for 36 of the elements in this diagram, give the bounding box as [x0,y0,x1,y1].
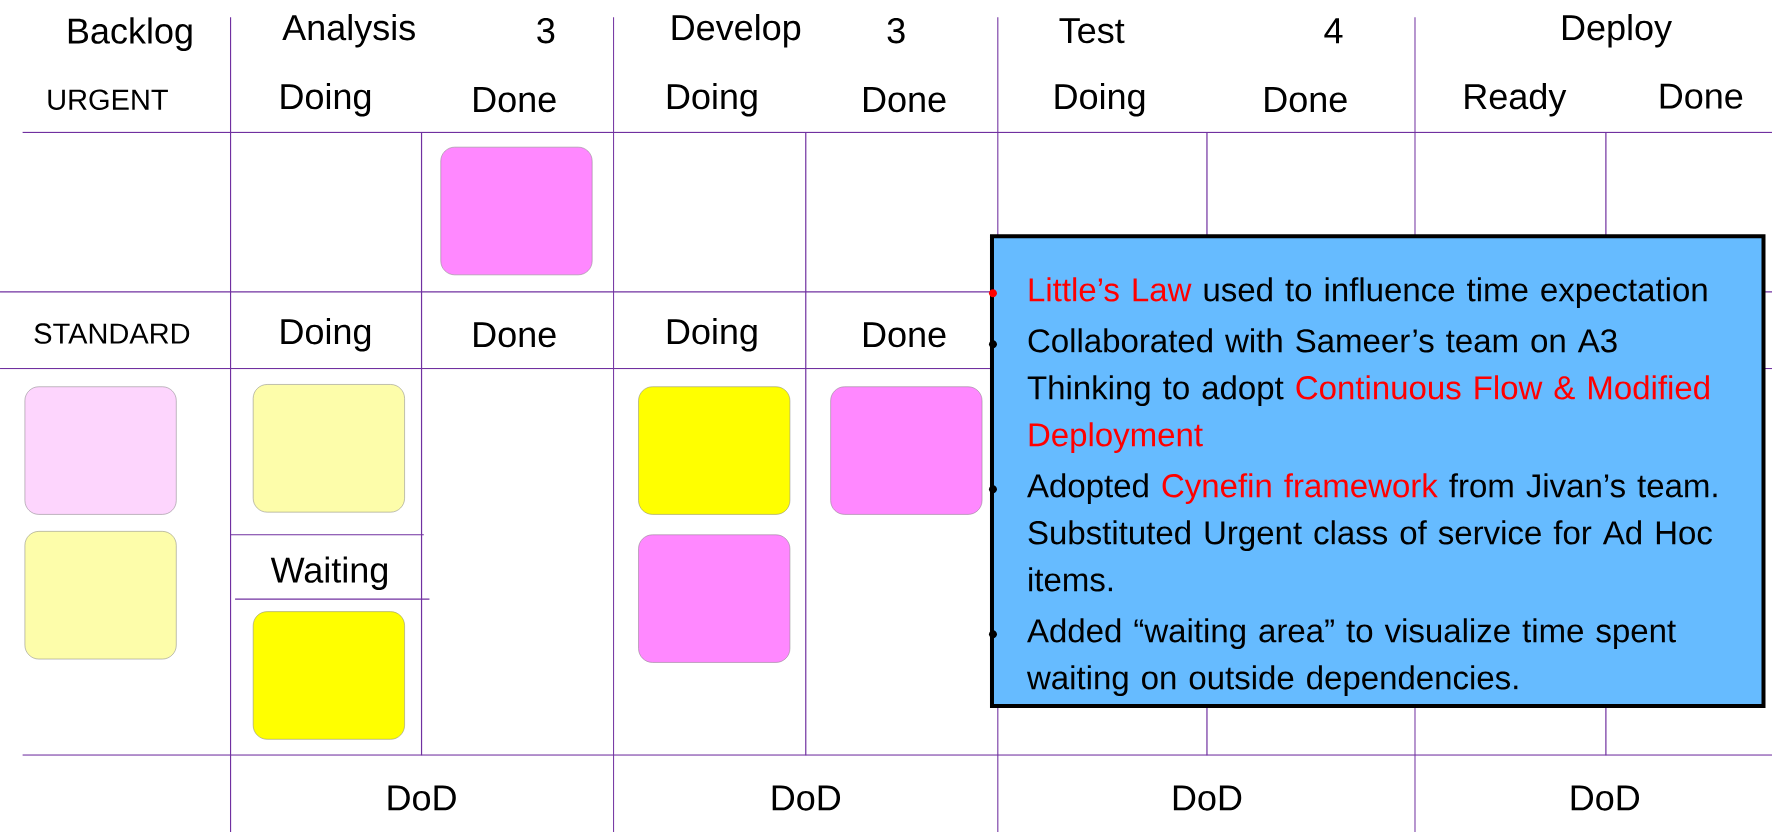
column-label: Backlog [68,17,192,51]
column-label: Done [474,87,556,113]
column-label: Doing [281,82,371,117]
sticky-note [638,386,791,515]
column-label: URGENT [48,89,168,110]
column-label: 3 [537,18,555,44]
column-label: DoD [1571,785,1640,811]
sticky-note [24,531,177,660]
sticky-note [440,146,593,276]
column-label: Develop [672,13,801,48]
column-label: Analysis [282,13,415,48]
column-label: Done [1660,83,1743,109]
callout-box: Little’s Law used to influence time expectation Collaborated with Sameer’s team on A3 Thinking to adopt Continuous Flow & Modified Deployment Adopted Cynefin framework from Jivan’s team. Substituted Urgent class of service for Ad Hoc items. Added “waiting area” to visualize time spent waiting on outside dependencies. [989,234,1766,708]
column-label: Waiting [270,556,387,590]
column-label: DoD [388,785,456,811]
column-label: Deploy [1563,13,1672,48]
column-label: DoD [772,785,841,811]
column-label: Ready [1465,82,1567,117]
sticky-note [252,384,405,513]
column-label: 4 [1324,18,1343,44]
column-label: 3 [887,18,905,44]
column-label: Done [474,322,556,348]
column-label: Doing [667,317,757,352]
column-label: DoD [1173,785,1242,811]
column-label: Test [1059,18,1125,44]
column-label: STANDARD [34,323,190,344]
sticky-note [24,386,177,515]
column-label: Done [1265,87,1347,113]
column-label: Done [864,322,946,348]
column-label: Done [864,87,946,113]
sticky-note [830,386,983,515]
column-label: Doing [667,82,757,117]
column-label: Doing [281,317,371,352]
column-label: Doing [1055,82,1145,117]
sticky-note [252,611,405,740]
sticky-note [638,534,791,663]
